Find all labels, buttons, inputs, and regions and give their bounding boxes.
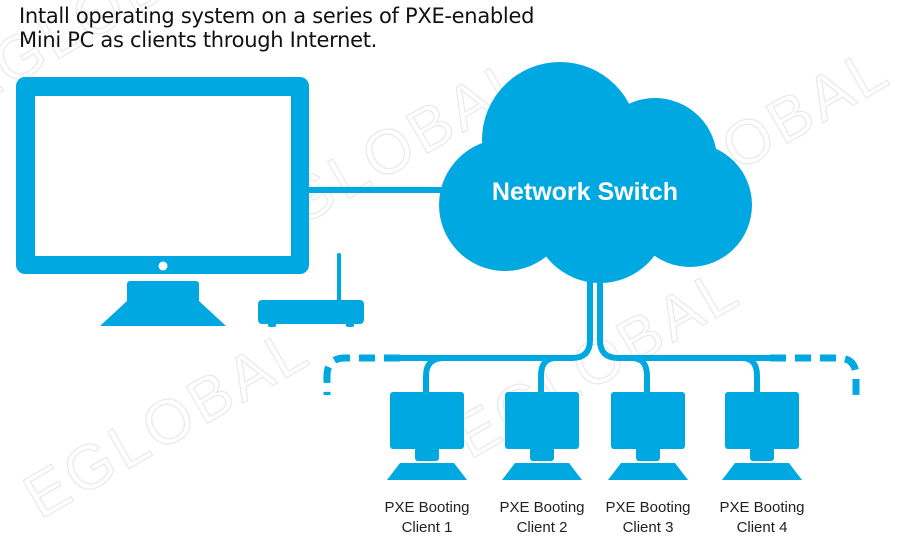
client-screen xyxy=(725,392,799,449)
client-label-line2: Client 2 xyxy=(517,519,568,536)
client-label-line1: PXE Booting xyxy=(719,499,804,516)
client-label-line1: PXE Booting xyxy=(605,499,690,516)
client-screen xyxy=(505,392,579,449)
cloud-icon xyxy=(439,62,752,283)
client-label-line2: Client 1 xyxy=(402,519,453,536)
client-label-line2: Client 3 xyxy=(623,519,674,536)
client-computer-icon xyxy=(608,392,688,480)
client-computer-icon xyxy=(722,392,802,480)
client-label-line1: PXE Booting xyxy=(384,499,469,516)
network-switch-label: Network Switch xyxy=(492,178,678,206)
client-stand xyxy=(750,447,774,461)
client-group xyxy=(387,392,802,480)
trunk-lines xyxy=(400,270,770,361)
server-link-line xyxy=(309,187,459,193)
client-label-line2: Client 4 xyxy=(737,519,788,536)
client-label-line1: PXE Booting xyxy=(499,499,584,516)
dashed-extensions xyxy=(323,354,860,395)
mini-pc-router-icon xyxy=(258,253,364,327)
title-line-1: Intall operating system on a series of P… xyxy=(19,4,535,28)
client-keyboard-base xyxy=(722,463,802,480)
client-stand xyxy=(530,447,554,461)
client-drops xyxy=(423,355,760,395)
client-labels: PXE Booting Client 1 PXE Booting Client … xyxy=(384,499,804,536)
client-keyboard-base xyxy=(608,463,688,480)
client-screen xyxy=(390,392,464,449)
title-line-2: Mini PC as clients through Internet. xyxy=(19,28,378,52)
client-computer-icon xyxy=(502,392,582,480)
client-stand xyxy=(415,447,439,461)
client-stand xyxy=(636,447,660,461)
client-computer-icon xyxy=(387,392,467,480)
client-keyboard-base xyxy=(387,463,467,480)
watermark-text: EGLOBAL xyxy=(13,314,322,532)
desktop-monitor-icon xyxy=(16,77,309,326)
page-title: Intall operating system on a series of P… xyxy=(19,4,534,52)
client-keyboard-base xyxy=(502,463,582,480)
client-screen xyxy=(611,392,685,449)
